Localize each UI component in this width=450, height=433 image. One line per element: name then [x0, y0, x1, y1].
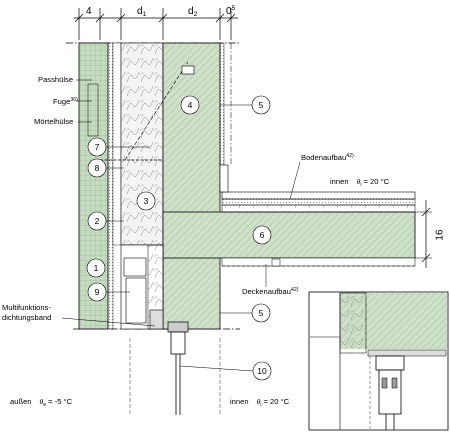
marker-1 — [86, 258, 106, 278]
dimension-0-5: 05 — [226, 5, 236, 17]
marker-1-label: 1 — [94, 263, 99, 273]
dimension-d2: d2 — [188, 6, 198, 18]
window-head-frame — [167, 321, 189, 333]
label-dichtung-line1: Multifunktions- — [2, 303, 51, 312]
air-gap — [112, 42, 122, 246]
dimension-d1: d1 — [137, 6, 147, 18]
marker-6-label: 6 — [260, 230, 265, 240]
dim-16-tick-bottom — [421, 253, 431, 263]
ceiling-suspended — [221, 257, 416, 267]
label-deckenaufbau: Deckenaufbau42) — [242, 287, 299, 296]
dimension-16: 16 — [435, 229, 446, 241]
top-dimension-chain — [74, 8, 238, 40]
inset-sash — [378, 369, 402, 415]
floor-insulation — [221, 204, 416, 213]
inset-gasket-1 — [381, 377, 388, 389]
edge-strip — [219, 164, 229, 193]
marker-9-label: 9 — [95, 287, 100, 297]
floor-impact-layer — [221, 198, 416, 206]
outer-masonry-grid — [79, 43, 108, 329]
marker-3 — [136, 191, 156, 211]
dimension-4: 4 — [86, 6, 92, 17]
marker-10 — [252, 361, 272, 381]
floor-slab-hatch — [163, 212, 415, 258]
floor-screed — [221, 191, 416, 200]
marker-8-label: 8 — [95, 163, 100, 173]
marker-8 — [87, 158, 107, 178]
sealing-tape — [149, 309, 164, 330]
callout-numbers: 1 2 3 4 5 6 7 8 9 10 5 — [94, 100, 267, 376]
concrete-wall-hatch — [163, 43, 220, 329]
window-frame — [170, 331, 186, 355]
marker-6 — [252, 225, 272, 245]
inset-detail — [308, 291, 449, 431]
label-bodenaufbau: Bodenaufbau42) — [301, 153, 354, 162]
inset-frame-head — [375, 355, 405, 371]
marker-4 — [180, 95, 200, 115]
dim-16-tick-top — [421, 207, 431, 217]
left-labels: Passhülse Fuge36) Mörtelhülse Multifunkt… — [2, 75, 156, 327]
anchor-plate — [181, 65, 195, 75]
leader-dichtung — [61, 317, 156, 327]
roller-box-lower — [125, 277, 147, 324]
diagonal-anchor — [124, 61, 189, 161]
label-moertelhuelse: Mörtelhülse — [34, 117, 73, 126]
marker-5-upper — [251, 95, 271, 115]
marker-5-lower-label: 5 — [259, 308, 264, 318]
marker-4-label: 4 — [188, 100, 193, 110]
roller-box-upper — [123, 257, 147, 277]
marker-2-label: 2 — [95, 216, 100, 226]
main-section: 4 d1 d2 05 — [66, 5, 416, 415]
label-passhuelse: Passhülse — [38, 75, 73, 84]
marker-9 — [87, 282, 107, 302]
marker-7-label: 7 — [95, 142, 100, 152]
leader-bodenaufbau — [289, 161, 301, 200]
marker-5-lower — [251, 303, 271, 323]
inset-reveal — [367, 349, 447, 357]
inset-gasket-2 — [391, 377, 398, 389]
marker-7 — [87, 137, 107, 157]
render-coat — [107, 42, 114, 330]
marker-3-label: 3 — [144, 196, 149, 206]
label-fuge: Fuge36) — [53, 97, 78, 106]
ceiling-hanger — [271, 258, 281, 267]
insulation-d1-pattern — [121, 43, 163, 245]
marker-5-upper-label: 5 — [259, 100, 264, 110]
callout-markers — [86, 95, 272, 381]
marker-2 — [87, 211, 107, 231]
right-labels: Bodenaufbau42) Deckenaufbau42) 16 — [242, 153, 446, 296]
inset-insulation — [339, 292, 367, 354]
label-dichtung-line2: dichtungsband — [2, 313, 51, 322]
interior-plaster — [219, 42, 225, 166]
marker-10-label: 10 — [257, 366, 267, 376]
passhuelse-detail — [87, 83, 99, 137]
